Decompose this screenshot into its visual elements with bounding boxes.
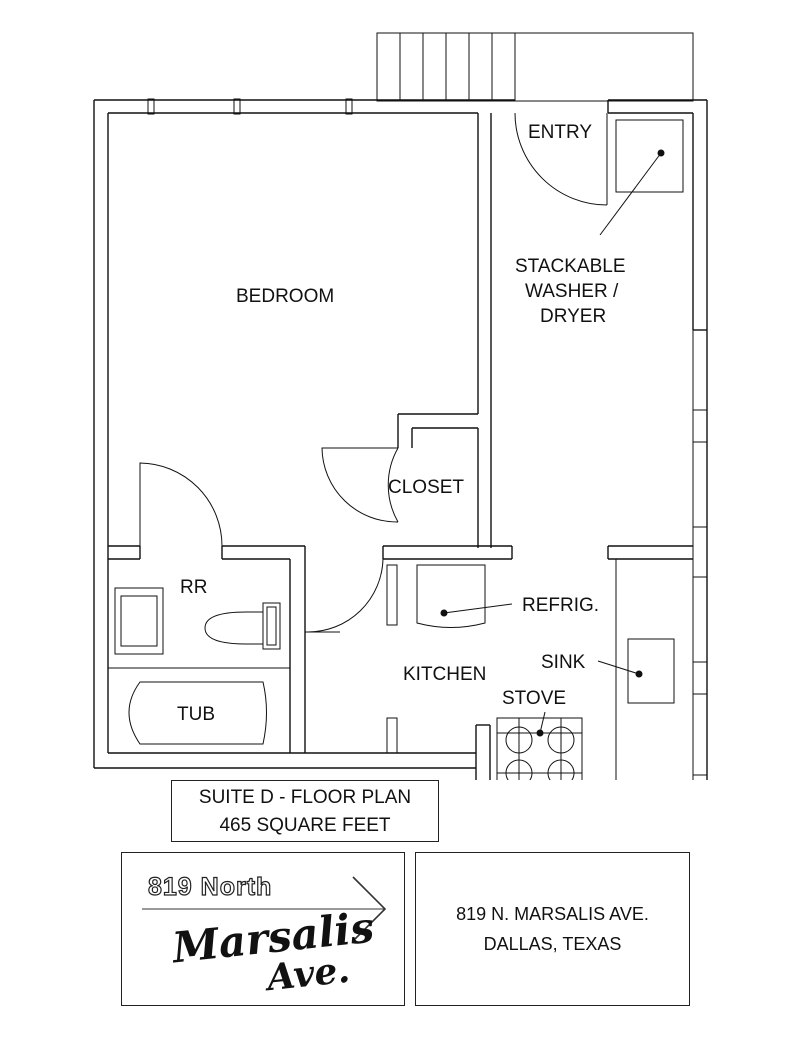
label-closet: CLOSET bbox=[388, 477, 464, 498]
label-sink: SINK bbox=[541, 652, 586, 673]
refrigerator bbox=[416, 564, 486, 628]
logo-script-suffix: Ave. bbox=[265, 948, 352, 1000]
stove-top bbox=[496, 717, 583, 780]
plan-area: 465 SQUARE FEET bbox=[219, 815, 391, 836]
label-bedroom: BEDROOM bbox=[236, 286, 334, 307]
plan-title: SUITE D - FLOOR PLAN bbox=[198, 787, 412, 808]
bathtub bbox=[128, 681, 267, 745]
label-washer-2: WASHER / bbox=[525, 281, 619, 302]
label-washer-3: DRYER bbox=[540, 306, 606, 327]
outer-walls bbox=[93, 98, 708, 780]
address-street: 819 N. MARSALIS AVE. bbox=[456, 904, 649, 924]
label-washer-1: STACKABLE bbox=[515, 256, 626, 277]
fixtures bbox=[114, 119, 684, 780]
label-kitchen: KITCHEN bbox=[403, 664, 486, 685]
address-city: DALLAS, TEXAS bbox=[483, 934, 622, 954]
address-box: 819 N. MARSALIS AVE. DALLAS, TEXAS bbox=[415, 852, 690, 1006]
label-tub: TUB bbox=[177, 704, 215, 725]
plan-title-box: SUITE D - FLOOR PLAN 465 SQUARE FEET bbox=[171, 780, 439, 842]
sink-basin bbox=[627, 638, 675, 704]
logo-top-text: 819 North bbox=[147, 872, 273, 901]
washer-dryer-box bbox=[615, 119, 684, 193]
interior-walls bbox=[108, 413, 693, 780]
label-entry: ENTRY bbox=[528, 122, 592, 143]
label-refrig: REFRIG. bbox=[522, 595, 599, 616]
logo-box: 819 North Marsalis Ave. bbox=[121, 852, 405, 1006]
arrow-icon bbox=[142, 876, 387, 942]
floor-plan: ENTRY STACKABLE WASHER / DRYER BEDROOM C… bbox=[93, 32, 708, 780]
door-swings bbox=[139, 112, 608, 633]
entry-stairs bbox=[376, 32, 694, 102]
label-stove: STOVE bbox=[502, 688, 566, 709]
label-rr: RR bbox=[180, 577, 207, 598]
